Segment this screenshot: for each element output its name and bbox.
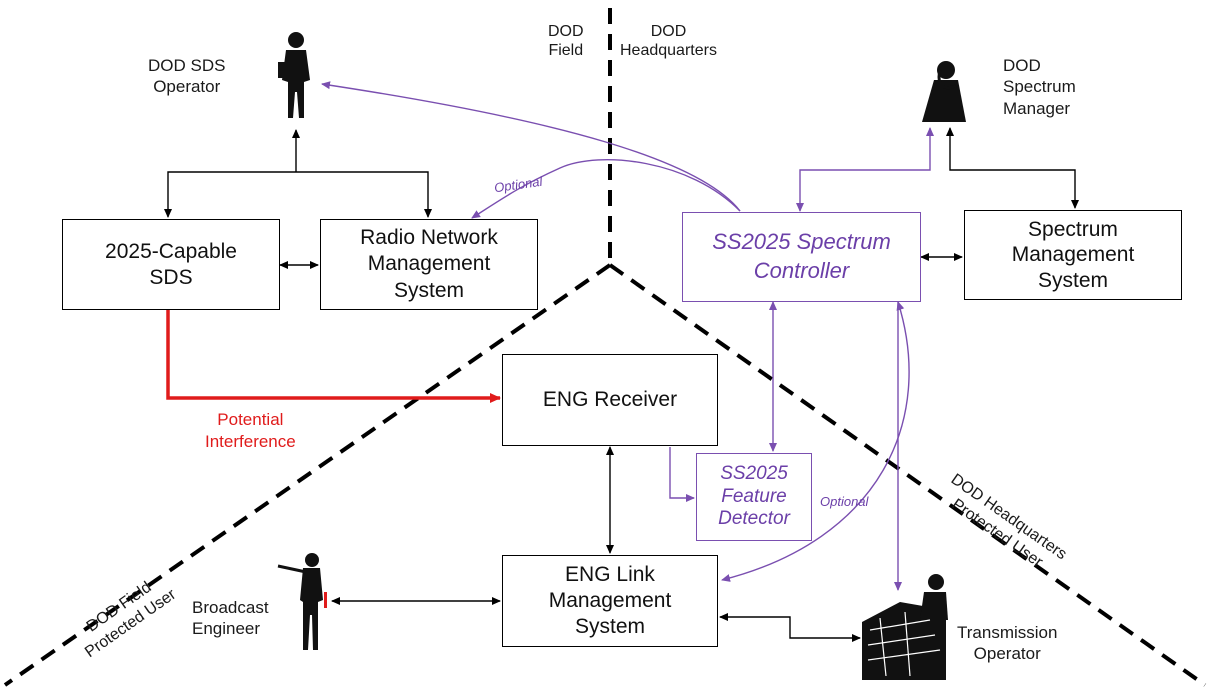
edge-operator-to-sds: [164, 171, 296, 218]
edge-manager-sms: [946, 127, 1079, 209]
purple-connectors: [321, 81, 934, 591]
edge-optional-link: [721, 301, 910, 582]
transmission-operator-icon: [862, 574, 948, 680]
box-ss2025-feature-detector[interactable]: SS2025 Feature Detector: [696, 453, 812, 541]
label-transmission-operator: Transmission Operator: [957, 623, 1058, 664]
label-dod-field: DOD Field: [548, 23, 584, 60]
boundary-left-diagonal: [3, 263, 612, 687]
box-2025-capable-sds[interactable]: 2025-Capable SDS: [62, 219, 280, 310]
label-broadcast-engineer: Broadcast Engineer: [192, 598, 269, 639]
edge-receiver-detector: [669, 447, 695, 502]
box-eng-receiver[interactable]: ENG Receiver: [502, 354, 718, 446]
edge-potential-interference: [166, 310, 501, 403]
region-boundaries: [3, 8, 1207, 687]
label-optional-right: Optional: [820, 494, 869, 509]
edge-optional-rnms: [471, 159, 741, 219]
sds-operator-icon: [278, 32, 310, 118]
black-connectors: [164, 127, 1079, 642]
box-ss2025-spectrum-controller[interactable]: SS2025 Spectrum Controller: [682, 212, 921, 302]
edge-controller-manager: [796, 127, 934, 212]
edge-controller-operator: [321, 81, 741, 212]
broadcast-engineer-icon: [277, 553, 327, 650]
box-radio-network-management-system[interactable]: Radio Network Management System: [320, 219, 538, 310]
edge-link-transmission: [719, 613, 861, 642]
spectrum-manager-icon: [922, 61, 966, 122]
box-eng-link-management-system[interactable]: ENG Link Management System: [502, 555, 718, 647]
edge-operator-to-rnms: [296, 171, 432, 218]
label-sds-operator: DOD SDS Operator: [148, 56, 226, 97]
boundary-right-diagonal: [608, 263, 1207, 687]
label-dod-headquarters: DOD Headquarters: [620, 23, 717, 60]
label-potential-interference: Potential Interference: [205, 410, 296, 452]
box-spectrum-management-system[interactable]: Spectrum Management System: [964, 210, 1182, 300]
label-spectrum-manager: DOD Spectrum Manager: [1003, 56, 1076, 118]
